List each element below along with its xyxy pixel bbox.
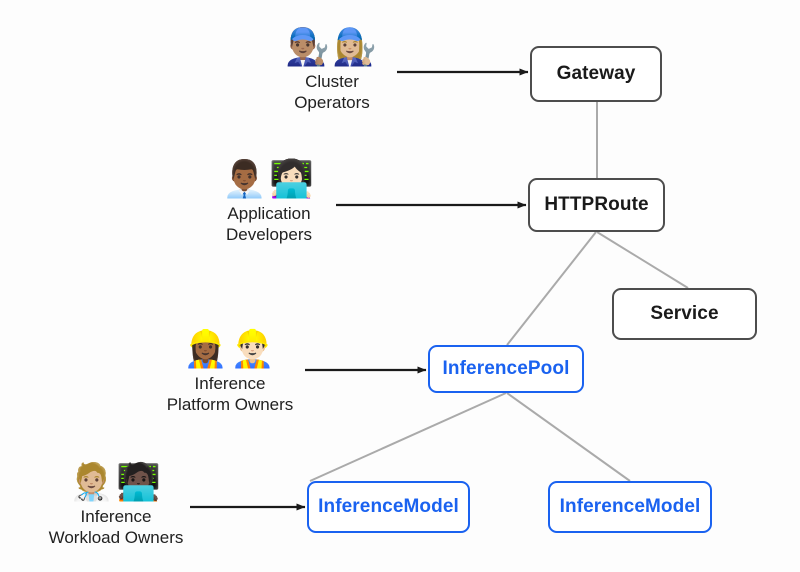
node-gateway-label: Gateway	[556, 63, 636, 84]
node-inferencemodel-left[interactable]: InferenceModel	[307, 481, 470, 533]
edge-httproute-inferencepool	[506, 231, 597, 346]
node-httproute[interactable]: HTTPRoute	[528, 178, 665, 232]
persona-inference-workload-owners: 🧑🏼‍⚕️🧑🏿‍💻 Inference Workload Owners	[11, 463, 221, 548]
edge-inferencepool-inferencemodel-right	[506, 392, 631, 482]
persona-application-developers-label: Application Developers	[226, 203, 312, 245]
persona-label-line2: Developers	[226, 225, 312, 244]
edge-httproute-service	[596, 231, 689, 289]
persona-inference-platform-owners-label: Inference Platform Owners	[167, 373, 294, 415]
persona-label-line2: Operators	[294, 93, 370, 112]
node-inferencepool[interactable]: InferencePool	[428, 345, 584, 393]
node-httproute-label: HTTPRoute	[544, 194, 649, 215]
node-inferencepool-label: InferencePool	[442, 358, 570, 379]
node-service-label: Service	[650, 303, 719, 324]
node-inferencemodel-right[interactable]: InferenceModel	[548, 481, 712, 533]
persona-inference-platform-owners: 👷🏾‍♀️👷🏻‍♂️ Inference Platform Owners	[125, 330, 335, 415]
cluster-operators-avatar-icon: 👨🏽‍🔧👩🏼‍🔧	[285, 27, 379, 68]
node-service[interactable]: Service	[612, 288, 757, 340]
persona-label-line2: Workload Owners	[48, 528, 184, 547]
persona-label-line2: Platform Owners	[166, 395, 294, 414]
persona-label-line1: Application	[227, 204, 311, 223]
persona-cluster-operators-label: Cluster Operators	[294, 71, 370, 113]
node-inferencemodel-left-label: InferenceModel	[318, 496, 459, 517]
application-developers-avatar-icon: 👨🏾‍💼👩🏻‍💻	[222, 159, 316, 200]
persona-application-developers: 👨🏾‍💼👩🏻‍💻 Application Developers	[164, 160, 374, 245]
persona-label-line1: Cluster	[305, 72, 359, 91]
persona-cluster-operators: 👨🏽‍🔧👩🏼‍🔧 Cluster Operators	[227, 28, 437, 113]
node-gateway[interactable]: Gateway	[530, 46, 662, 102]
persona-label-line1: Inference	[194, 374, 266, 393]
persona-inference-workload-owners-label: Inference Workload Owners	[49, 506, 184, 548]
inference-workload-owners-avatar-icon: 🧑🏼‍⚕️🧑🏿‍💻	[69, 462, 163, 503]
edge-inferencepool-inferencemodel-left	[309, 392, 507, 482]
inference-platform-owners-avatar-icon: 👷🏾‍♀️👷🏻‍♂️	[183, 329, 277, 370]
node-inferencemodel-right-label: InferenceModel	[559, 496, 701, 517]
persona-label-line1: Inference	[80, 507, 152, 526]
